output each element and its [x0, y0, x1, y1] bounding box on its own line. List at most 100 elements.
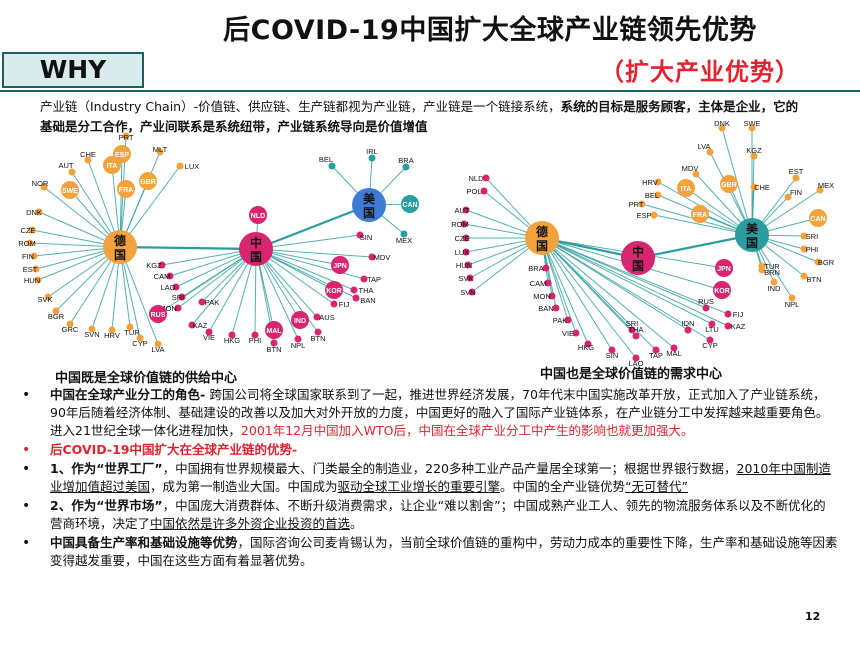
bullet-underline: 2010年中国制造业增加值超过美国: [50, 461, 831, 494]
hub-us: 美国: [352, 188, 386, 222]
node-circle: [32, 265, 40, 273]
node-circle: [788, 294, 796, 302]
node-label: PHI: [249, 336, 262, 345]
node-label: EST: [23, 265, 38, 274]
node-circle: [350, 286, 358, 294]
node-label: ESP: [636, 211, 651, 220]
node-label: BGR: [48, 312, 65, 321]
node-label: BRA: [528, 264, 543, 273]
svg-text:中: 中: [250, 235, 262, 250]
svg-text:德: 德: [114, 233, 126, 248]
node-circle: [126, 323, 134, 331]
node-label: AUT: [59, 161, 74, 170]
node-label: NPL: [785, 300, 800, 309]
node-label: LAO: [160, 283, 175, 292]
node-circle: [638, 200, 646, 208]
node-circle: [720, 175, 738, 193]
node-label: BEL: [319, 155, 333, 164]
spoke-edge: [541, 237, 613, 351]
right-diagram-caption: 中国也是全球价值链的需求中心: [540, 367, 723, 382]
bullet-body: ，中国拥有世界规模最大、门类最全的制造业，220多种工业产品产量居全球第一；根据…: [162, 461, 737, 476]
node-circle: [314, 328, 322, 336]
hub-edge: [255, 203, 370, 251]
node-circle: [84, 156, 92, 164]
spoke-edge: [255, 248, 365, 280]
bullet-underline: 驱动全球工业增长的重要引擎: [337, 479, 501, 494]
node-label: FRA: [693, 212, 707, 219]
node-circle: [88, 325, 96, 333]
node-circle: [166, 272, 174, 280]
node-circle: [401, 195, 419, 213]
node-label: TUR: [124, 328, 140, 337]
svg-text:美: 美: [746, 221, 759, 236]
bullet-highlight: 2001年12月中国加入WTO后，中国在全球产业分工中产生的影响也就更加强大。: [240, 423, 694, 438]
node-circle: [136, 334, 144, 342]
node-label: CHE: [80, 150, 96, 159]
node-label: HRV: [642, 178, 658, 187]
node-circle: [724, 310, 732, 318]
node-label: RUS: [698, 297, 714, 306]
node-circle: [715, 259, 733, 277]
node-circle: [750, 183, 758, 191]
node-label: MAL: [266, 328, 282, 335]
spoke-edge: [541, 237, 657, 351]
spoke-edge: [119, 246, 159, 345]
svg-text:德: 德: [536, 224, 548, 239]
node-circle: [706, 148, 714, 156]
node-circle: [251, 331, 259, 339]
node-circle: [400, 230, 408, 238]
node-circle: [800, 272, 808, 280]
spoke-edge: [541, 237, 729, 315]
node-circle: [462, 234, 470, 242]
node-circle: [44, 293, 52, 301]
bullet-dot: •: [22, 387, 31, 403]
node-label: CHE: [754, 183, 770, 192]
node-circle: [205, 328, 213, 336]
node-label: CZE: [21, 226, 36, 235]
node-label: FIN: [790, 188, 802, 197]
hub-cn: 中国: [621, 241, 655, 275]
svg-text:国: 国: [250, 250, 262, 264]
node-label: FIJ: [339, 300, 350, 309]
node-label: KOR: [714, 288, 730, 295]
node-label: ROM: [451, 220, 469, 229]
spoke-edge: [541, 237, 729, 327]
node-circle: [462, 248, 470, 256]
node-label: DNK: [26, 208, 42, 217]
spoke-edge: [541, 237, 637, 337]
node-circle: [713, 281, 731, 299]
node-label: ITA: [107, 163, 118, 170]
node-label: CYP: [132, 339, 147, 348]
node-circle: [691, 205, 709, 223]
node-label: LUX: [185, 162, 200, 171]
node-circle: [265, 321, 283, 339]
node-circle: [548, 292, 556, 300]
node-circle: [294, 335, 302, 343]
node-circle: [542, 264, 550, 272]
node-label: MDV: [374, 253, 391, 262]
node-circle: [368, 253, 376, 261]
node-circle: [28, 226, 36, 234]
node-circle: [108, 326, 116, 334]
node-label: NLD: [468, 174, 484, 183]
hub-de: 德国: [103, 230, 137, 264]
node-label: BGR: [818, 258, 835, 267]
bullet-item: • 中国在全球产业分工的角色- 跨国公司将全球国家联系到了一起，推进世界经济发展…: [18, 386, 838, 440]
node-label: ESP: [115, 152, 129, 159]
node-circle: [784, 193, 792, 201]
node-label: KAZ: [193, 321, 208, 330]
node-circle: [628, 326, 636, 334]
node-circle: [464, 261, 472, 269]
node-circle: [748, 124, 756, 132]
node-label: SRI: [172, 293, 185, 302]
node-circle: [608, 346, 616, 354]
node-label: PRT: [119, 133, 134, 142]
node-circle: [156, 148, 164, 156]
hub-us: 美国: [735, 218, 769, 252]
svg-text:中: 中: [632, 244, 644, 259]
node-label: MAL: [666, 349, 681, 358]
node-label: BTN: [267, 345, 282, 354]
node-label: CAM: [154, 272, 171, 281]
node-label: GBR: [721, 182, 737, 189]
node-label: POL: [466, 187, 481, 196]
